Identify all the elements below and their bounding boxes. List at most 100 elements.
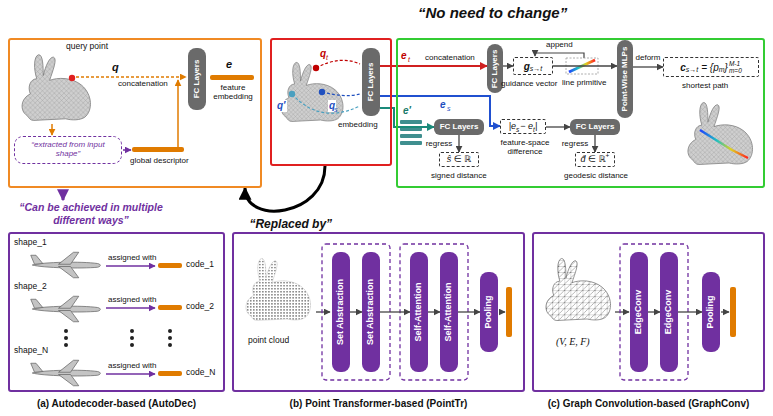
text-group: cs→t= {pm}M-1m=0 [680, 60, 742, 74]
variant-panel: shape_1assigned withcode_1shape_2assigne… [8, 232, 225, 392]
formula-part: ŝ ∈ ℝ [447, 155, 471, 165]
output-box: ŝ ∈ ℝsigned distance [439, 152, 479, 167]
edge-label: “Replaced by” [247, 218, 334, 232]
node-text: e [401, 50, 407, 62]
node-text: q [112, 61, 119, 74]
text-row: “extracted from input shape” [15, 137, 121, 163]
pooling-block: Pooling [702, 272, 720, 352]
formula-part: s→t [686, 66, 698, 74]
block-label: Point-Wise MLPs [621, 47, 630, 112]
node-text: append [546, 40, 573, 49]
node-text: guidance vector [501, 79, 557, 88]
formula-part: FC Layers [440, 123, 479, 132]
fc-layers: FC Layers [362, 48, 380, 116]
node-text: t [326, 54, 328, 62]
node-text: e [226, 58, 232, 71]
formula-part: g [524, 61, 530, 72]
fc-layers: FC Layers [434, 119, 484, 135]
text-row: FC Layers [570, 119, 620, 135]
formula-part: m [719, 66, 725, 74]
connector [380, 311, 410, 312]
node-text: shape_2 [14, 282, 47, 292]
node-text: (V, E, F) [556, 336, 590, 348]
connector [594, 135, 595, 152]
formula-part: “extracted from input shape” [18, 141, 118, 159]
connector [428, 311, 440, 312]
block-label: Self-Attention [414, 283, 424, 342]
fc-layers: FC Layers [487, 44, 503, 93]
node-text: signed distance [431, 171, 487, 180]
connector [503, 65, 513, 66]
node-text: code_2 [186, 302, 214, 312]
edge-label: regress [560, 139, 591, 148]
formula-part: t [533, 126, 535, 133]
block-label: Set Abstraction [366, 279, 376, 345]
node-text: geodesic distance [564, 171, 628, 180]
node-text: assigned with [108, 253, 156, 262]
text-row: d̂ ∈ ℝ+ [576, 153, 614, 166]
fc-layers: FC Layers [570, 119, 620, 135]
mlp-block: Point-Wise MLPs [617, 40, 633, 118]
node-text: e′ [403, 105, 411, 117]
text-row: gs→t [514, 58, 552, 74]
connector [633, 66, 663, 67]
formula-part: s→t [530, 65, 542, 73]
formula-part: s [516, 126, 519, 133]
block-label: EdgeConv [664, 290, 674, 335]
node-text: assigned with [108, 361, 156, 370]
vector-box: gs→tguidance vector [513, 57, 553, 75]
node-text: q′ [276, 100, 287, 112]
node-text: code_1 [186, 260, 214, 270]
pooling-block: Pooling [480, 272, 498, 352]
annotation: “Can be achieved in multiple different w… [5, 201, 177, 226]
text-group: d̂ ∈ ℝ+ [581, 155, 610, 165]
node-text: point cloud [248, 336, 289, 346]
text-row: |es− et| [501, 120, 545, 133]
text-group: FC Layers [576, 123, 615, 132]
block-label: FC Layers [367, 63, 376, 102]
text-group: FC Layers [440, 123, 479, 132]
node-text: query point [66, 42, 108, 52]
formula-part: |e [509, 122, 516, 132]
layer-block: Self-Attention [440, 252, 458, 372]
block-label: Pooling [484, 296, 494, 329]
connector [458, 135, 459, 152]
node-text: line primitive [562, 78, 606, 87]
block-label: Set Abstraction [336, 279, 346, 345]
panel-title: “No need to change” [418, 4, 567, 22]
caption: (c) Graph Convolution-based (GraphConv) [532, 398, 765, 410]
text-group: |es− et| [509, 122, 538, 132]
connector [678, 311, 702, 312]
node-text: concatenation [425, 53, 475, 62]
node-text: t [408, 56, 410, 64]
text-row: FC Layers [434, 119, 484, 135]
block-label: FC Layers [193, 60, 202, 99]
formula-part: + [606, 152, 610, 159]
edge-label: regress [424, 139, 455, 148]
connector [553, 65, 617, 66]
formula-part: FC Layers [576, 123, 615, 132]
formula-box: |es− et|feature-space difference [500, 119, 546, 134]
edge-label: deform [634, 53, 663, 62]
fc-layers: FC Layers [188, 48, 206, 110]
formula-part: m=0 [729, 67, 742, 74]
node-text: global descriptor [130, 156, 189, 165]
block-label: EdgeConv [634, 290, 644, 335]
layer-block: Set Abstraction [362, 252, 380, 372]
formula-part: − e [520, 122, 533, 132]
node-text: shape_N [14, 346, 48, 356]
node-text: s [447, 105, 451, 113]
node-text: feature embedding [206, 83, 260, 101]
node-text: assigned with [108, 295, 156, 304]
text-group: “extracted from input shape” [18, 141, 118, 159]
node-text: code_N [186, 368, 215, 378]
node-text: feature-space difference [495, 138, 555, 156]
node-text: s [334, 106, 338, 114]
layer-block: EdgeConv [660, 252, 678, 372]
connector [350, 311, 362, 312]
connector [458, 311, 480, 312]
node-text: shortest path [682, 81, 728, 90]
script-stack: M-1m=0 [729, 60, 742, 74]
layer-block: Set Abstraction [332, 252, 350, 372]
